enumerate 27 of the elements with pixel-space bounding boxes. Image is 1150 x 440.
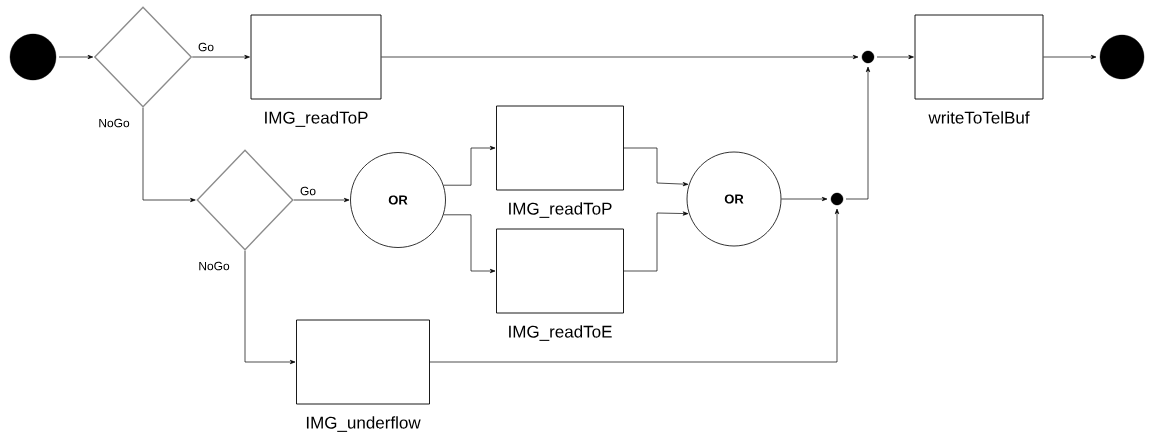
start-end-circle [1099, 34, 1145, 80]
arrow [142, 107, 196, 203]
arrow [443, 145, 496, 186]
start-end-circle [9, 33, 57, 81]
edge-label: Go [299, 185, 317, 197]
arrow [381, 54, 859, 60]
arrow [1043, 54, 1097, 60]
edge-label: Go [197, 41, 215, 53]
arrow [876, 54, 914, 60]
box-label: IMG_readToE [509, 325, 612, 341]
arrow [293, 197, 350, 203]
arrow [845, 66, 871, 200]
arrow [623, 147, 689, 187]
arrow [244, 250, 296, 365]
arrow [623, 211, 689, 272]
arrow [781, 196, 828, 202]
box-label: IMG_readToP [265, 111, 368, 127]
arrow [429, 208, 840, 363]
edge-label: NoGo [97, 117, 131, 129]
arrow [58, 54, 94, 60]
arrow [191, 54, 250, 60]
box-label: IMG_readToP [509, 202, 612, 218]
box-label: writeToTelBuf [928, 111, 1030, 124]
arrow [443, 214, 496, 274]
edge-label: NoGo [197, 260, 231, 272]
decision-diamond [196, 149, 294, 251]
box-label: IMG_underflow [306, 416, 421, 432]
